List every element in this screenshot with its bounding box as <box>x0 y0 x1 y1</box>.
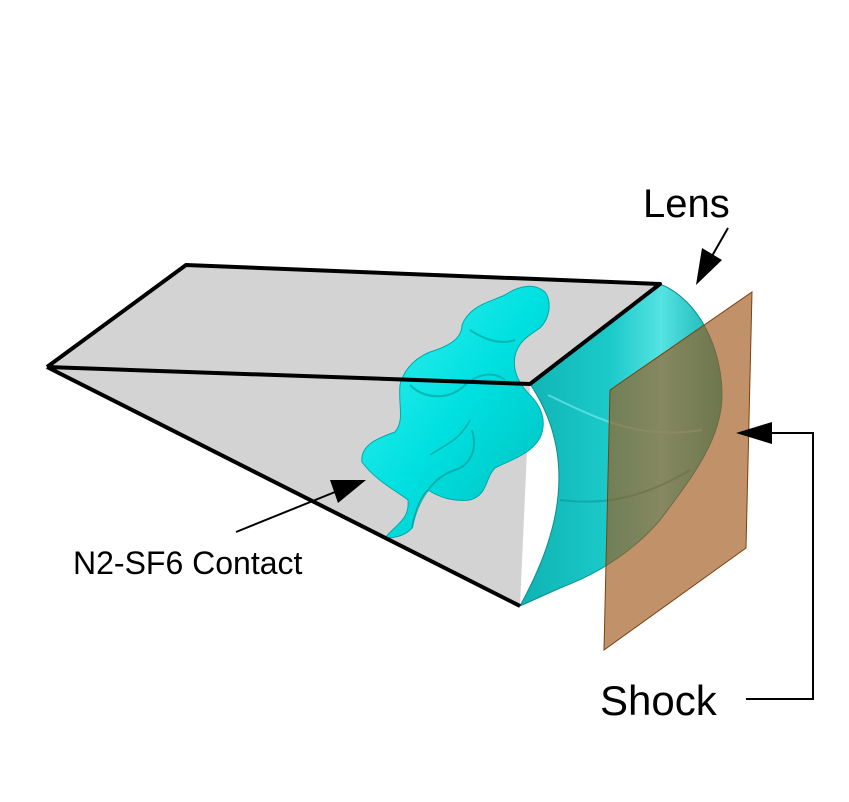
contact-fold-2 <box>409 373 506 398</box>
contact-label: N2-SF6 Contact <box>73 545 303 581</box>
lens-arrow <box>696 227 729 285</box>
contact-fold-3 <box>469 329 516 343</box>
arrow-up-right-icon <box>330 480 366 503</box>
arrow-left-icon <box>736 422 772 444</box>
contact-surface <box>361 285 550 539</box>
shock-plane <box>603 291 753 651</box>
contact-arrow <box>235 480 366 533</box>
shock-label: Shock <box>600 677 718 724</box>
wedge-outline <box>45 263 662 608</box>
lens-label: Lens <box>643 182 730 226</box>
arrow-down-left-icon <box>696 248 722 285</box>
contact-fold-4 <box>429 419 471 456</box>
shock-arrow <box>736 422 814 700</box>
contact-fold-1 <box>411 429 475 529</box>
